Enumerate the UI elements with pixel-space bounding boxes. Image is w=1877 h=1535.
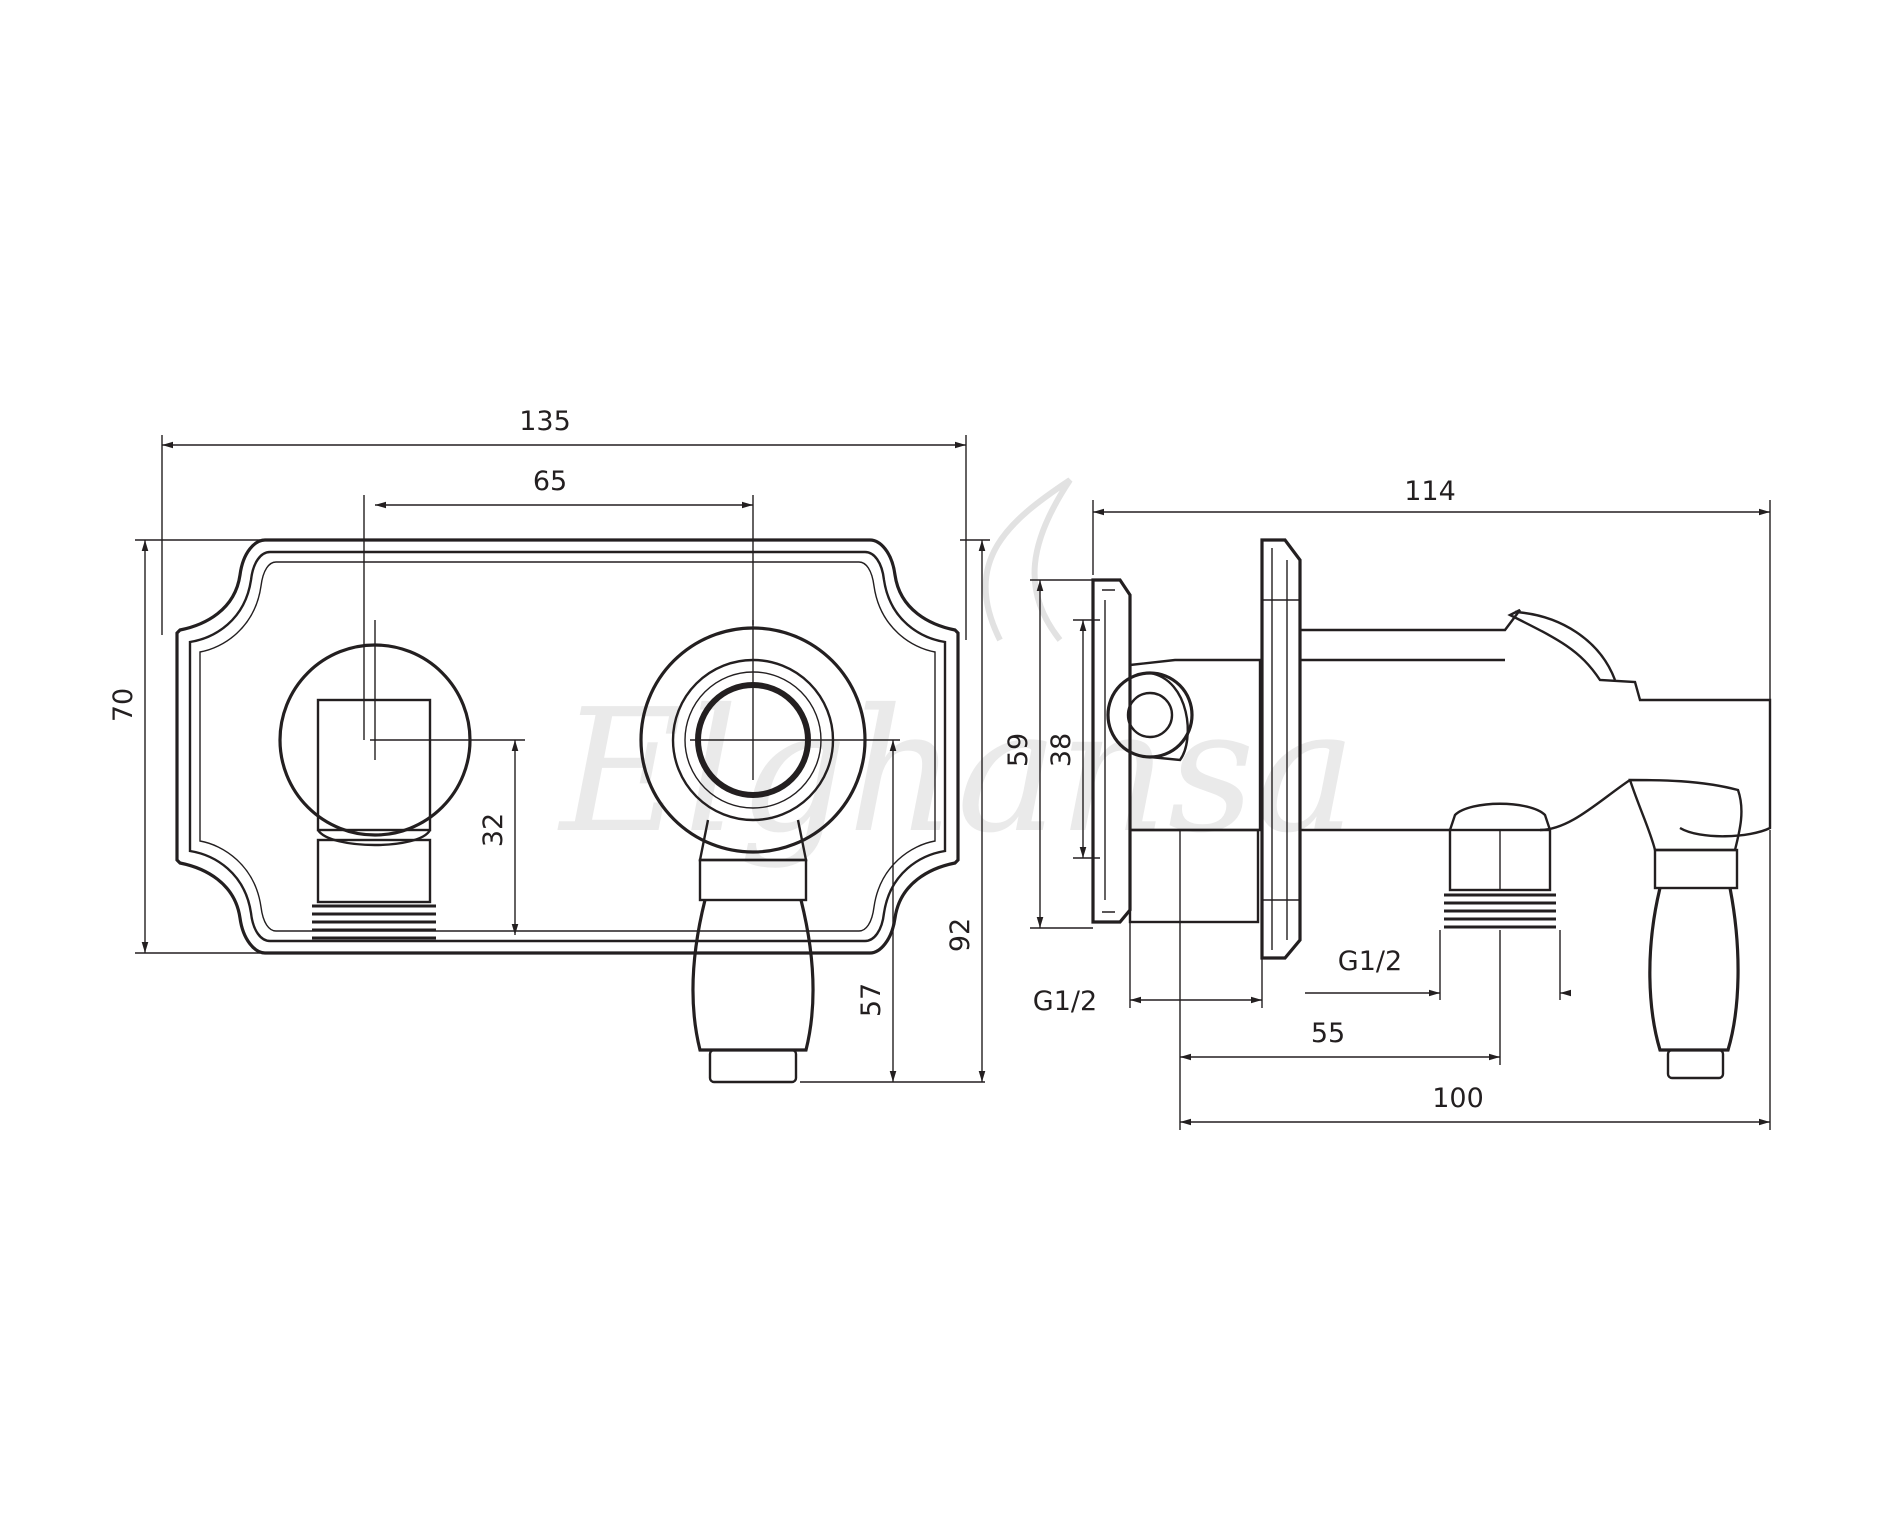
label-lever-offset: 57 [856, 983, 887, 1017]
dim-plate-height: 70 [108, 539, 260, 954]
dim-outlet-distance: 55 [1179, 922, 1501, 1130]
label-overall-depth: 114 [1404, 476, 1456, 507]
label-total-height: 92 [945, 918, 976, 952]
dim-thread-left: G1/2 [1033, 922, 1263, 1017]
cover-plate-inner [188, 550, 947, 943]
dim-handle-spacing: 65 [363, 466, 754, 740]
label-thread-right: G1/2 [1338, 946, 1402, 977]
dim-overall-depth: 114 [1092, 476, 1771, 700]
side-view: 114 59 38 G1/2 G1/2 [1003, 476, 1772, 1130]
label-overall-width: 135 [519, 406, 571, 437]
label-outlet-distance: 55 [1311, 1018, 1345, 1049]
dim-lever-distance: 100 [1180, 830, 1771, 1130]
cover-plate [175, 538, 960, 955]
label-handle-spacing: 65 [533, 466, 567, 497]
cover-plate-bevel [199, 561, 936, 932]
label-lever-distance: 100 [1432, 1083, 1484, 1114]
dim-outlet-offset: 32 [478, 740, 519, 935]
outlet-thread [312, 904, 436, 940]
label-plate-inner: 38 [1046, 733, 1077, 767]
side-outlet [1444, 802, 1556, 929]
front-view: 135 65 70 32 57 92 [108, 406, 990, 1084]
side-lever [1628, 778, 1743, 1080]
label-plate-outer: 59 [1003, 733, 1034, 767]
dim-plate-outer: 59 [1003, 579, 1093, 929]
diverter-knob [278, 643, 472, 940]
label-outlet-offset: 32 [478, 813, 509, 847]
diverter-stem [1300, 608, 1772, 838]
label-plate-height: 70 [108, 688, 139, 722]
dim-plate-inner: 38 [1046, 619, 1100, 859]
label-thread-left: G1/2 [1033, 986, 1097, 1017]
dim-total-height: 92 [945, 539, 990, 1082]
dim-overall-width: 135 [161, 406, 967, 640]
dim-lever-offset: 57 [800, 740, 985, 1083]
dim-thread-right: G1/2 [1305, 930, 1572, 1000]
